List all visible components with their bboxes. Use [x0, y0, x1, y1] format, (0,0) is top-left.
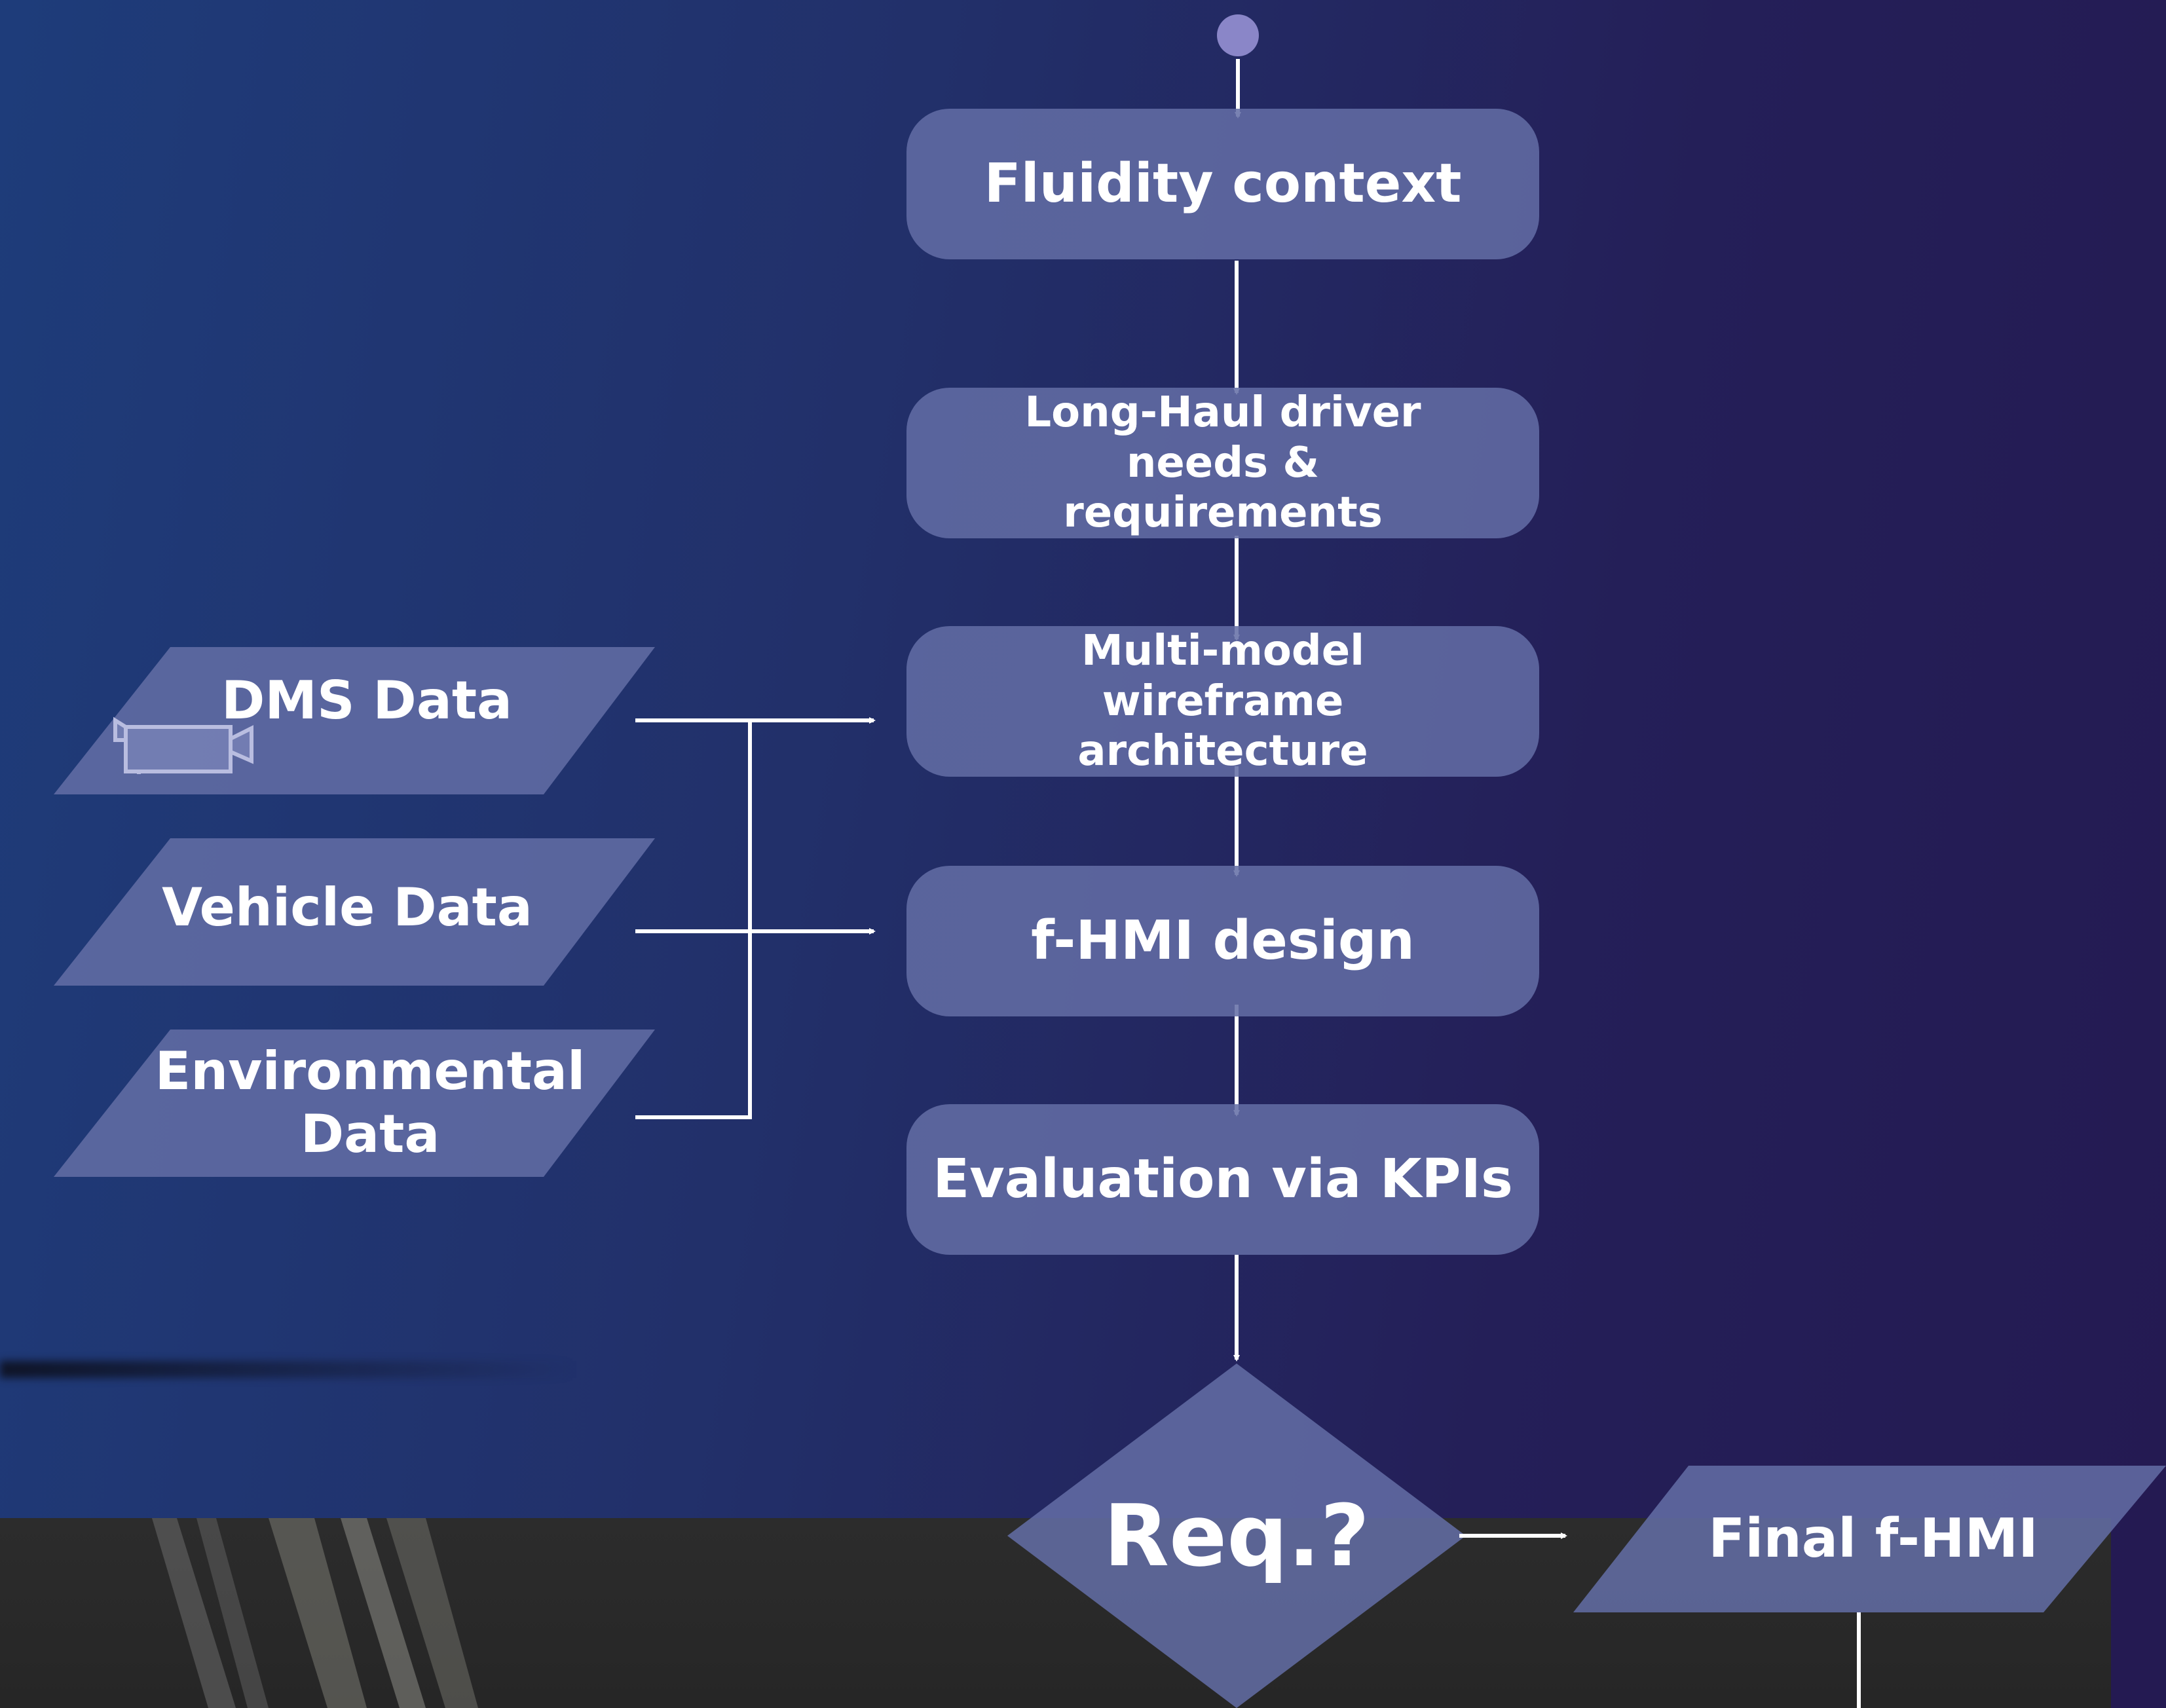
node-fhmi-design-label: f-HMI design [1031, 909, 1415, 972]
node-evaluation: Evaluation via KPIs [906, 1104, 1539, 1255]
input-environmental-shape [54, 1030, 655, 1177]
decision-label: Req.? [1103, 1486, 1370, 1586]
background-device-bars [152, 1518, 478, 1708]
node-long-haul-label: Long-Haul driver needs & requirements [1024, 388, 1421, 538]
flow-arrows [635, 59, 1861, 1708]
input-dms-shape [54, 647, 655, 794]
node-multi-model: Multi-model wireframe architecture [906, 626, 1539, 777]
node-multi-model-label: Multi-model wireframe architecture [1077, 626, 1368, 776]
decision-diamond [1007, 1364, 1466, 1708]
final-shape [1573, 1466, 2166, 1612]
node-fluidity-context: Fluidity context [906, 109, 1539, 259]
node-fluidity-context-label: Fluidity context [984, 152, 1462, 215]
input-dms-label: DMS Data [221, 670, 513, 731]
node-evaluation-label: Evaluation via KPIs [933, 1147, 1513, 1210]
background-strip [0, 1361, 576, 1378]
input-vehicle-label: Vehicle Data [162, 877, 532, 938]
input-environmental-label: Environmental Data [155, 1041, 586, 1164]
input-vehicle-shape [54, 838, 655, 986]
node-fhmi-design: f-HMI design [906, 866, 1539, 1016]
start-node-icon [1217, 14, 1259, 56]
node-long-haul: Long-Haul driver needs & requirements [906, 388, 1539, 538]
final-label: Final f-HMI [1708, 1507, 2038, 1570]
camera-icon [113, 716, 253, 774]
